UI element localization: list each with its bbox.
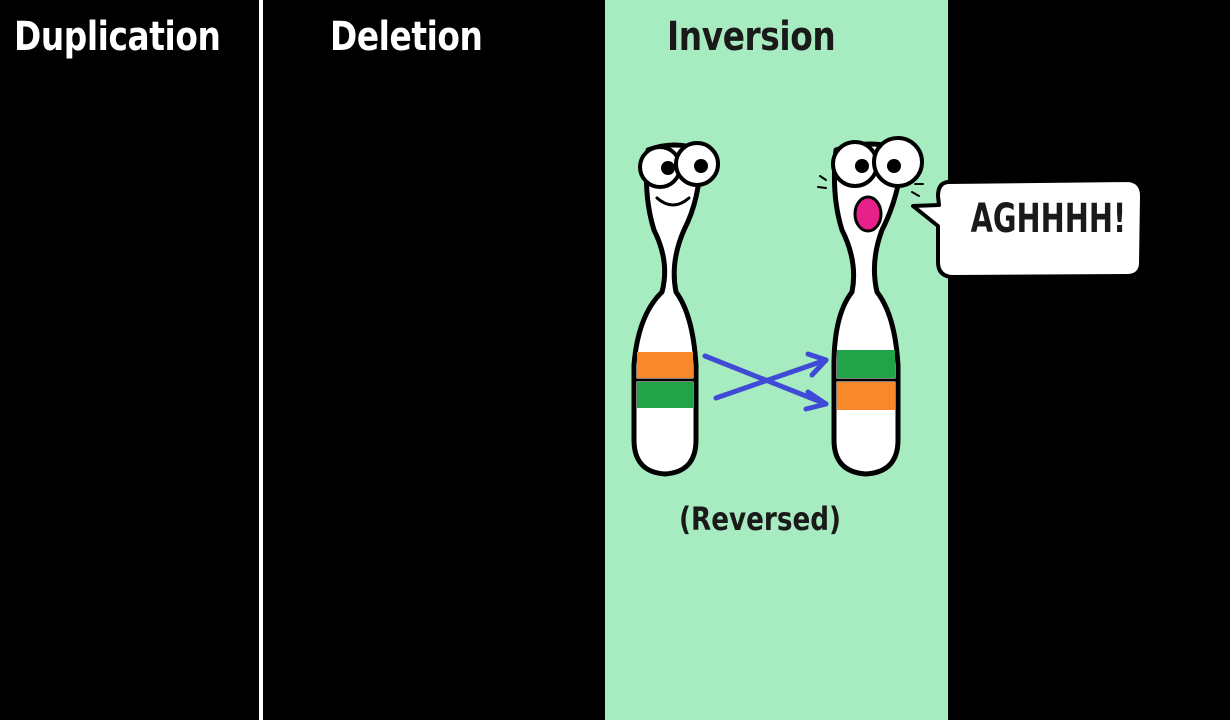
shocked-chromosome-icon <box>818 138 923 474</box>
inversion-caption: (Reversed) <box>679 500 841 538</box>
speech-bubble-text: AGHHHH! <box>971 196 1108 242</box>
swap-arrows-icon <box>705 354 826 409</box>
happy-chromosome-icon <box>634 143 718 474</box>
